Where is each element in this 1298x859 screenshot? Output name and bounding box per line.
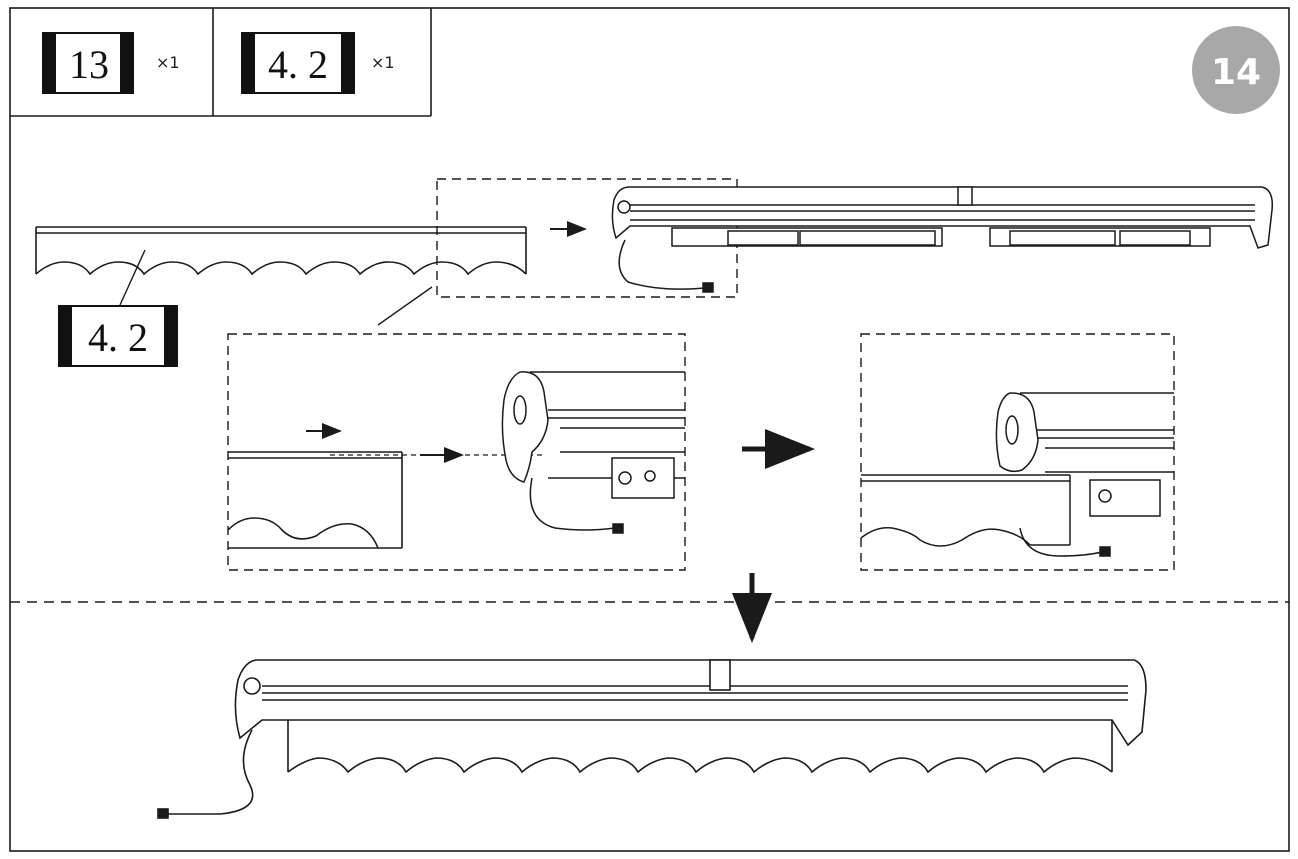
step-badge: 14 <box>1192 26 1280 114</box>
detail-box-top <box>436 178 738 298</box>
part-13-quantity: ×1 <box>156 53 180 72</box>
valance-part <box>35 226 527 276</box>
part-13-text: 13 <box>69 42 109 87</box>
parts-box: 13 ×1 4. 2 ×1 <box>10 8 432 117</box>
end-cap-detail-left <box>501 371 685 534</box>
awning-cassette-assembled <box>157 659 1147 819</box>
detail-box-right <box>860 333 1175 571</box>
detail-leader <box>377 286 433 326</box>
end-cap-detail-right <box>860 392 1174 557</box>
callout-leader <box>119 249 146 306</box>
part-4-2-text: 4. 2 <box>268 42 328 87</box>
part-label-4-2: 4. 2 <box>241 32 355 94</box>
valance-detail <box>227 451 403 549</box>
step-number: 14 <box>1211 52 1261 93</box>
awning-cassette-top <box>611 186 1274 293</box>
callout-label-text: 4. 2 <box>88 315 148 360</box>
callout-label-4-2: 4. 2 <box>58 305 178 367</box>
part-label-13: 13 <box>42 32 134 94</box>
page-frame <box>9 7 1290 852</box>
part-4-2-quantity: ×1 <box>371 53 395 72</box>
